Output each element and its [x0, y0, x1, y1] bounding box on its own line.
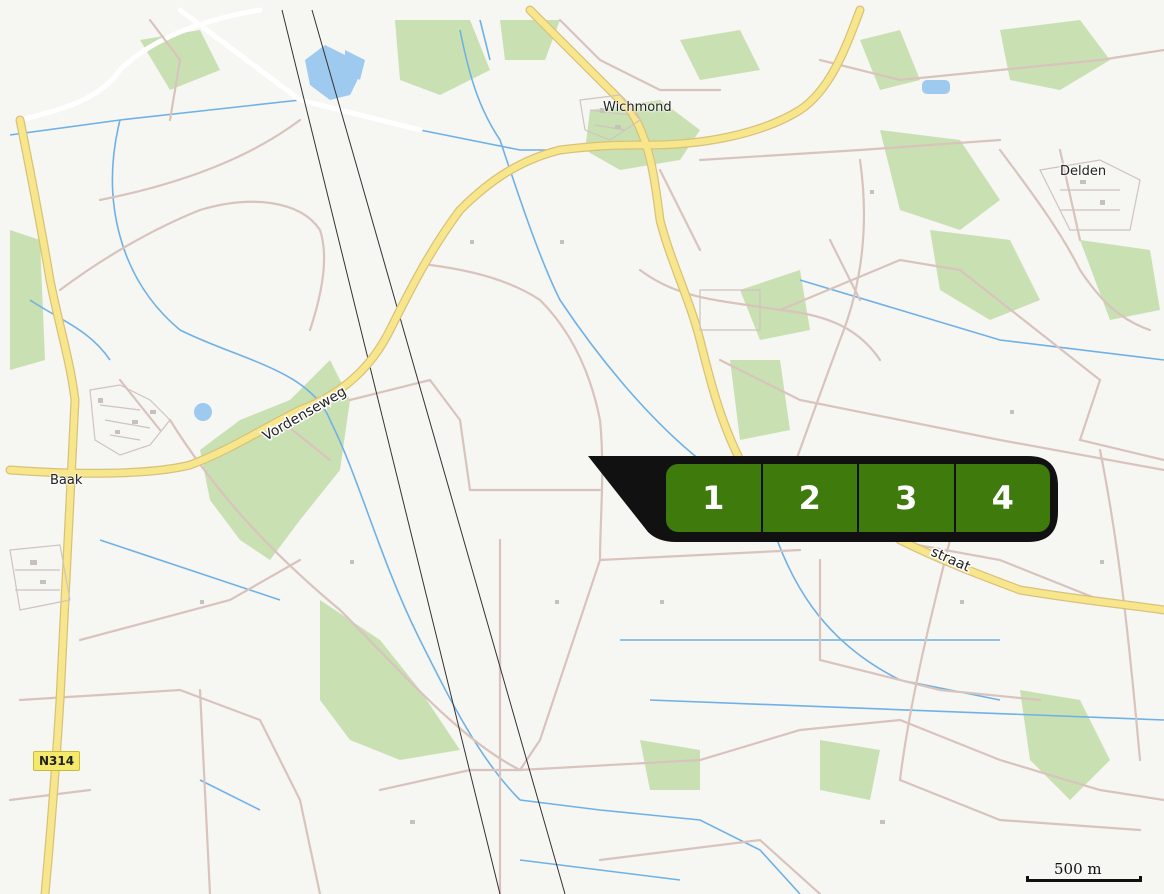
- place-label-baak: Baak: [50, 473, 83, 488]
- numbered-button-callout: 1 2 3 4: [588, 456, 1058, 542]
- option-button-3[interactable]: 3: [859, 464, 956, 532]
- forest-areas: [10, 20, 1160, 800]
- option-button-2[interactable]: 2: [762, 464, 859, 532]
- main-roads: [5, 5, 1164, 894]
- button-bar: 1 2 3 4: [666, 464, 1050, 532]
- scale-bar: 500 m: [1026, 860, 1146, 884]
- scale-bar-label: 500 m: [1054, 860, 1102, 878]
- option-button-4[interactable]: 4: [955, 464, 1050, 532]
- scale-bar-line: [1026, 876, 1142, 882]
- water-bodies: [194, 45, 950, 421]
- minor-roads-casing-white: [17, 7, 423, 133]
- road-label-straat: straat: [928, 544, 973, 576]
- buildings: [30, 108, 1105, 824]
- power-lines: [281, 9, 566, 894]
- option-button-1[interactable]: 1: [666, 464, 763, 532]
- built-up-areas: [9, 94, 1141, 611]
- minor-roads: [8, 18, 1164, 894]
- place-label-wichmond: Wichmond: [603, 100, 672, 115]
- place-label-delden: Delden: [1060, 164, 1107, 179]
- road-shield-n314: N314: [33, 751, 81, 771]
- waterways: [9, 19, 1164, 894]
